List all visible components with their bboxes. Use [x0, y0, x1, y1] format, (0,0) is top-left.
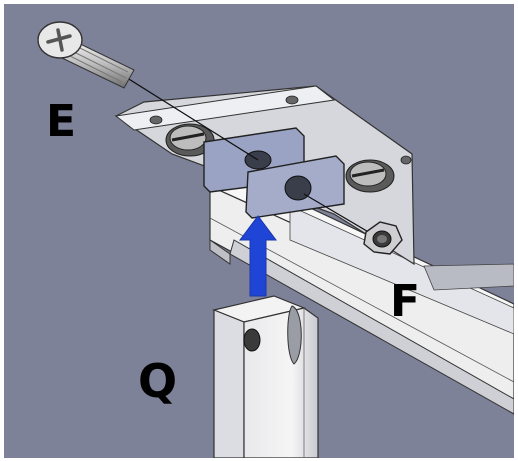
label-f: F: [390, 276, 421, 327]
arrow-up-icon: [239, 215, 277, 297]
hex-nut-icon: [363, 221, 403, 255]
label-q: Q: [138, 354, 178, 408]
label-e: E: [46, 96, 77, 147]
post: [212, 295, 319, 458]
assembly-diagram: E F Q: [4, 4, 514, 458]
assembly-illustration: [4, 4, 514, 458]
screw-guide-line: [123, 75, 259, 161]
plate-screw-right: [345, 159, 395, 193]
screw-icon: [37, 21, 135, 89]
